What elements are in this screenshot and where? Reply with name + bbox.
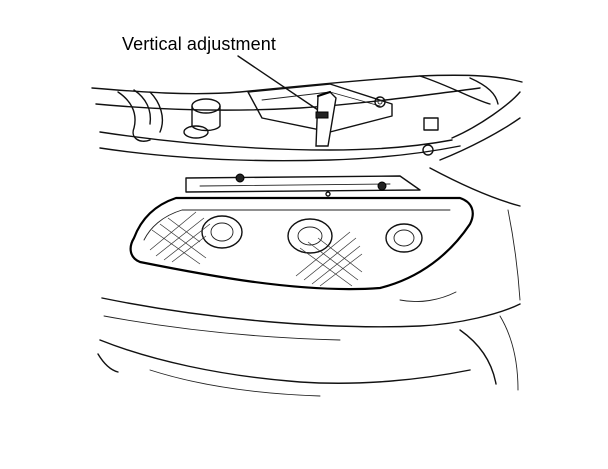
- projector-right-outer: [385, 223, 423, 253]
- hose-left-2: [133, 89, 152, 125]
- mount-bolt-right: [377, 181, 387, 191]
- reservoir-cap: [191, 98, 221, 114]
- bumper-corner-left: [97, 353, 119, 373]
- hood-corner-2: [469, 77, 499, 105]
- fender-side-right: [507, 209, 521, 301]
- hose-left-3: [149, 91, 164, 133]
- projector-left-outer: [201, 215, 243, 249]
- fender-lower: [429, 167, 521, 207]
- bumper-lower: [99, 339, 471, 384]
- mount-bolt-left: [235, 173, 245, 183]
- headlight-inner-rim: [143, 209, 451, 241]
- reservoir-base: [183, 125, 209, 139]
- hood-corner: [419, 75, 491, 105]
- bumper-top: [101, 297, 521, 328]
- hood-inner-edge: [95, 87, 481, 111]
- bumper-corner-right: [459, 329, 497, 385]
- right-latch: [423, 117, 439, 131]
- vertical-adjuster-shaft: [315, 91, 337, 147]
- cowl-line-2: [99, 145, 461, 162]
- bumper-line-2: [103, 315, 341, 341]
- right-bolt: [422, 144, 434, 156]
- cowl-line: [99, 131, 453, 151]
- panel-bolt-center: [377, 99, 383, 105]
- reflector-hatch-center: [295, 231, 363, 287]
- vertical-adjustment-label: Vertical adjustment: [122, 34, 276, 54]
- projector-center-outer: [287, 218, 333, 254]
- reflector-hatch-left: [149, 211, 211, 265]
- projector-right-inner: [393, 229, 415, 247]
- projector-left-inner: [210, 222, 234, 242]
- bumper-lower-2: [149, 369, 321, 397]
- hose-left: [117, 91, 151, 142]
- vertical-adjuster-grip: [315, 111, 329, 119]
- callout-leader-line: [237, 55, 319, 111]
- fender-top: [451, 91, 521, 139]
- panel-bolt: [374, 96, 386, 108]
- headlight-mount-bar-rib: [199, 183, 391, 187]
- headlight-mount-bar: [185, 175, 421, 193]
- fender-mid: [439, 117, 521, 161]
- bumper-accent: [399, 291, 457, 303]
- hood-edge: [91, 74, 523, 95]
- vertical-adjuster-top: [316, 90, 332, 98]
- projector-center-inner: [297, 226, 323, 246]
- headlight-lens: [129, 196, 474, 291]
- mount-center-mark: [325, 191, 331, 197]
- radiator-panel: [247, 83, 393, 133]
- fender-edge-right: [499, 315, 519, 391]
